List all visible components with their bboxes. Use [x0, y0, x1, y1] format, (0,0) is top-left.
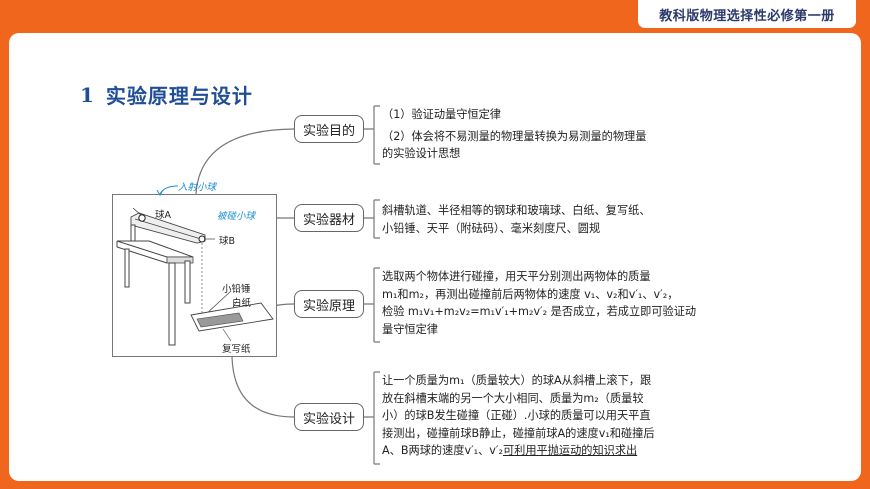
design-line4: 接测出，碰撞前球B静止，碰撞前球A的速度v₁和碰撞后: [382, 426, 655, 440]
apparatus-drawing: [116, 207, 274, 346]
purpose-text: （1）验证动量守恒定律 （2）体会将不易测量的物理量转换为易测量的物理量 的实验…: [382, 106, 646, 163]
carbon-paper-label: 复写纸: [222, 344, 251, 355]
white-paper-label: 白纸: [232, 298, 252, 309]
design-line3: 小）的球B发生碰撞（正碰）.小球的质量可以用天平直: [382, 409, 651, 423]
equipment-text: 斜槽轨道、半径相等的钢球和玻璃球、白纸、复写纸、 小铅锤、天平（附砝码）、毫米刻…: [382, 202, 651, 237]
principle-text: 选取两个物体进行碰撞，用天平分别测出两物体的质量 m₁和m₂，再测出碰撞前后两物…: [382, 268, 696, 338]
design-line1: 让一个质量为m₁（质量较大）的球A从斜槽上滚下，跟: [382, 374, 652, 387]
equipment-line1: 斜槽轨道、半径相等的钢球和玻璃球、白纸、复写纸、: [382, 204, 651, 217]
incident-ball-arrow: [156, 185, 179, 196]
design-line5-b: 可利用平抛运动的知识求出: [502, 444, 638, 458]
principle-line1: 选取两个物体进行碰撞，用天平分别测出两物体的质量: [382, 270, 651, 283]
label-purpose: 实验目的: [294, 115, 364, 143]
purpose-line3: 的实验设计思想: [382, 147, 461, 161]
purpose-line1: （1）验证动量守恒定律: [382, 108, 501, 121]
ball-b-label: 球B: [219, 236, 236, 247]
design-line5-a: A、B两球的速度v′₁、v′₂: [382, 444, 503, 458]
principle-line2: m₁和m₂，再测出碰撞前后两物体的速度 v₁、v₂和v′₁、v′₂，: [382, 287, 679, 301]
design-line2: 放在斜槽末端的另一个大小相同、质量为m₂（质量较: [382, 391, 644, 405]
section-number: 1: [80, 82, 94, 107]
label-design: 实验设计: [294, 403, 364, 431]
book-title-tab: 教科版物理选择性必修第一册: [636, 0, 858, 30]
section-title: 实验原理与设计: [105, 84, 253, 108]
design-line5: A、B两球的速度v′₁、v′₂可利用平抛运动的知识求出: [382, 442, 655, 460]
target-ball-handwritten: 被碰小球: [217, 211, 256, 222]
equipment-line2: 小铅锤、天平（附砝码）、毫米刻度尺、圆规: [382, 221, 601, 235]
purpose-line2: （2）体会将不易测量的物理量转换为易测量的物理量: [382, 129, 647, 143]
incident-ball-handwritten: 入射小球: [178, 182, 217, 193]
book-title: 教科版物理选择性必修第一册: [659, 8, 835, 24]
principle-line3: 检验 m₁v₁+m₂v₂=m₁v′₁+m₂v′₂ 是否成立，若成立即可验证动: [382, 305, 697, 319]
section-heading: 1 实验原理与设计: [80, 80, 253, 109]
principle-line4: 量守恒定律: [382, 322, 438, 336]
label-equipment: 实验器材: [294, 204, 364, 232]
design-text: 让一个质量为m₁（质量较大）的球A从斜槽上滚下，跟 放在斜槽末端的另一个大小相同…: [382, 372, 655, 460]
apparatus-diagram: 球A 球B 小铅锤 白纸 复写纸 被碰小球: [112, 194, 277, 357]
ball-a-label: 球A: [155, 210, 171, 221]
plumb-label: 小铅锤: [222, 284, 251, 295]
label-principle: 实验原理: [294, 290, 364, 318]
